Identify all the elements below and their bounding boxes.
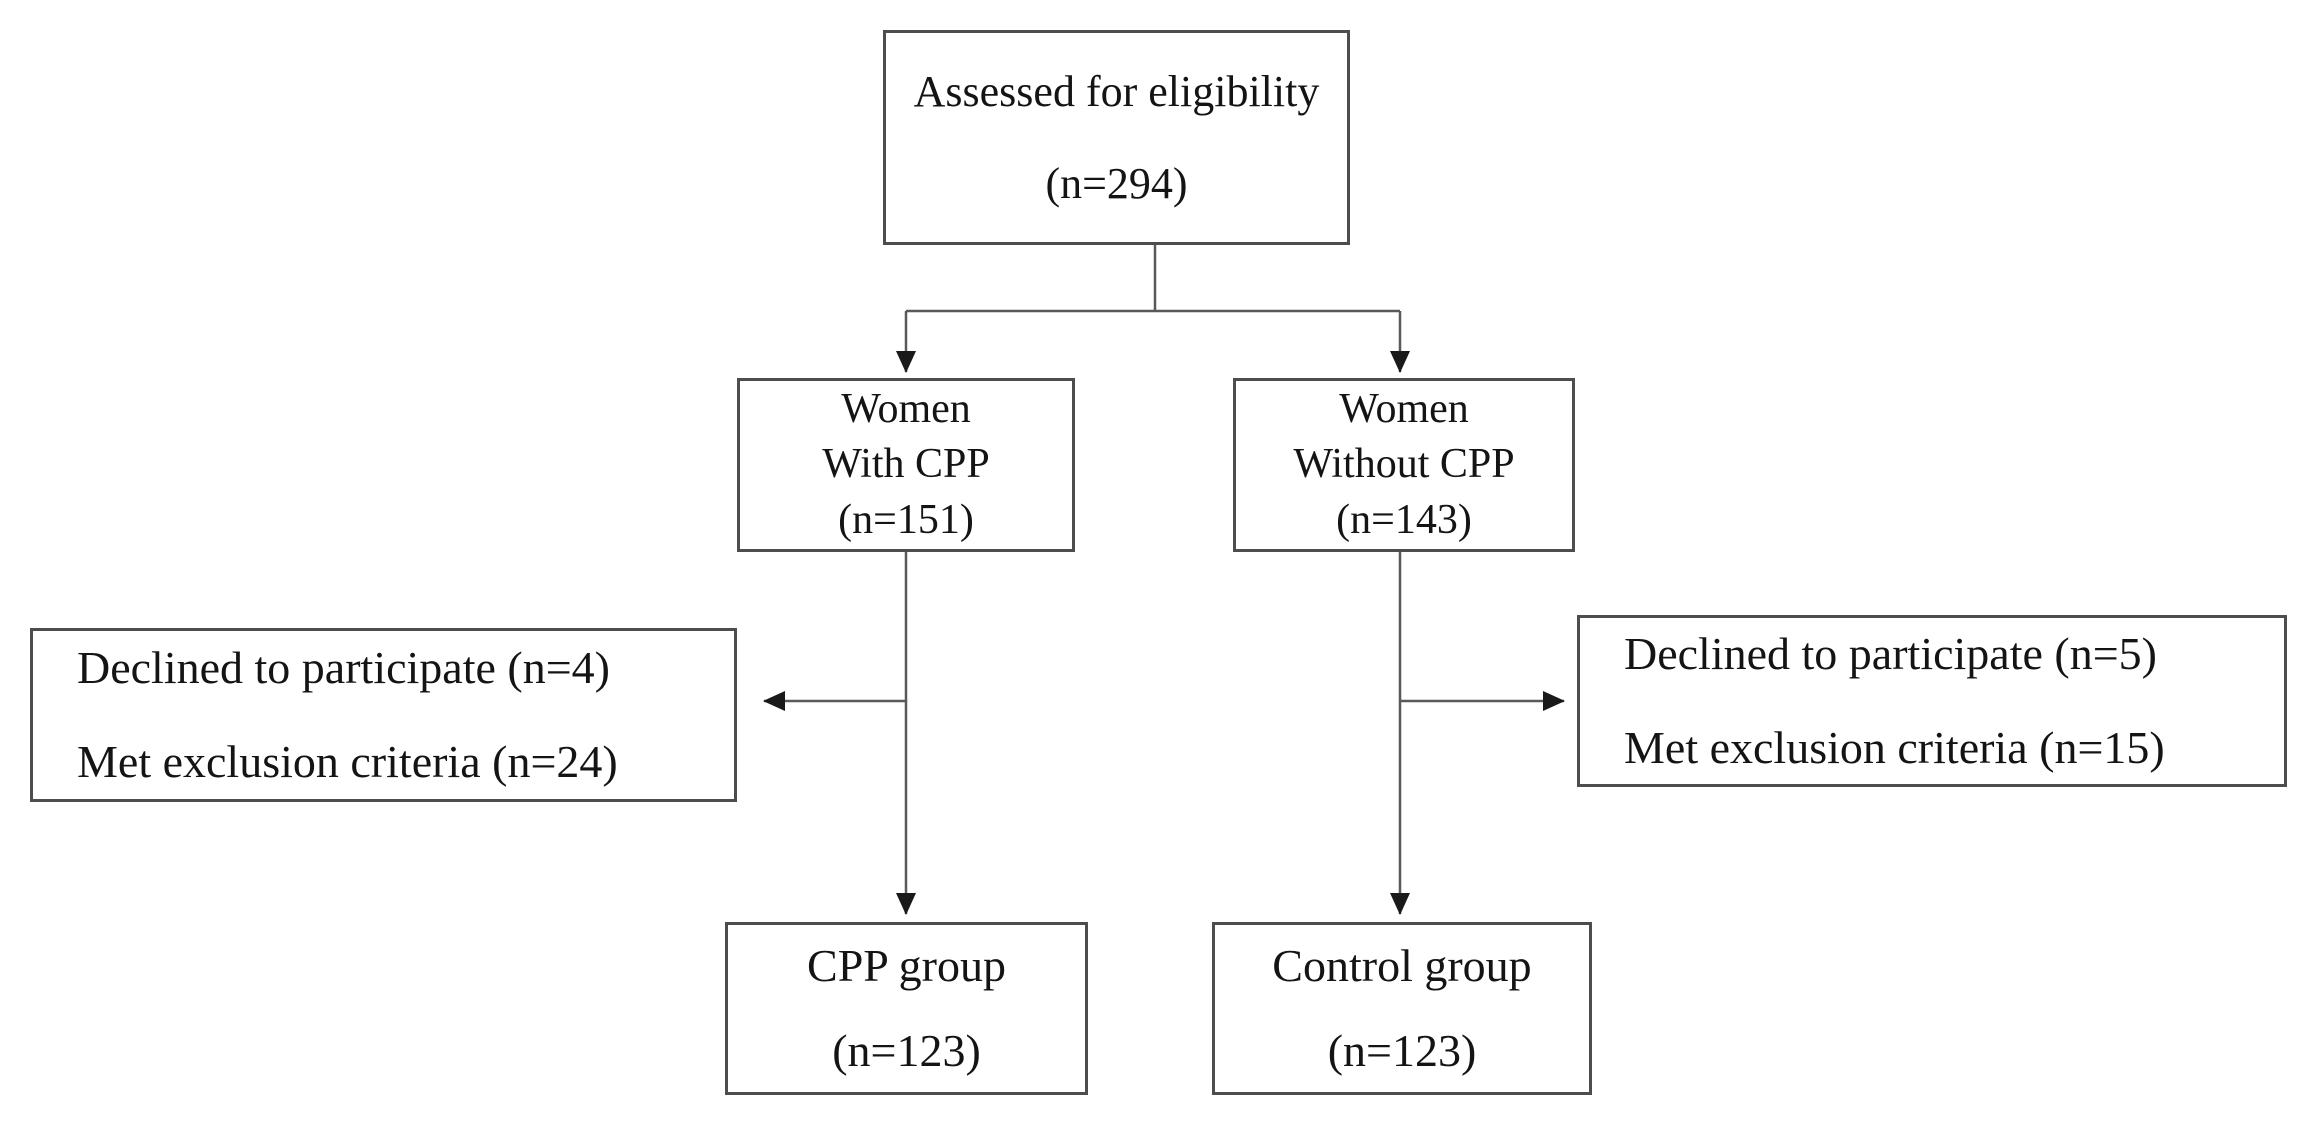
cpp-group-label: CPP group	[807, 940, 1006, 992]
women-with-cpp-count: (n=151)	[838, 496, 974, 543]
node-assessed-for-eligibility: Assessed for eligibility (n=294)	[883, 30, 1350, 245]
control-group-count: (n=123)	[1327, 1024, 1477, 1076]
excluded-right-declined: Declined to participate (n=5)	[1624, 627, 2157, 679]
node-control-group: Control group (n=123)	[1212, 922, 1592, 1095]
assessed-label: Assessed for eligibility	[913, 66, 1320, 116]
node-women-without-cpp: Women Without CPP (n=143)	[1233, 378, 1575, 552]
women-without-cpp-count: (n=143)	[1336, 496, 1472, 543]
women-without-cpp-label-2: Without CPP	[1293, 441, 1515, 488]
node-cpp-group: CPP group (n=123)	[725, 922, 1088, 1095]
women-without-cpp-label-1: Women	[1339, 385, 1469, 432]
women-with-cpp-label-2: With CPP	[822, 441, 990, 488]
node-excluded-control-branch: Declined to participate (n=5) Met exclus…	[1577, 615, 2287, 787]
control-group-label: Control group	[1272, 940, 1532, 992]
node-women-with-cpp: Women With CPP (n=151)	[737, 378, 1075, 552]
excluded-left-declined: Declined to participate (n=4)	[77, 641, 610, 693]
excluded-left-criteria: Met exclusion criteria (n=24)	[77, 736, 618, 787]
excluded-right-criteria: Met exclusion criteria (n=15)	[1624, 722, 2165, 773]
node-excluded-cpp-branch: Declined to participate (n=4) Met exclus…	[30, 628, 737, 802]
assessed-count: (n=294)	[1045, 158, 1188, 208]
cpp-group-count: (n=123)	[832, 1024, 981, 1076]
women-with-cpp-label-1: Women	[841, 385, 971, 432]
